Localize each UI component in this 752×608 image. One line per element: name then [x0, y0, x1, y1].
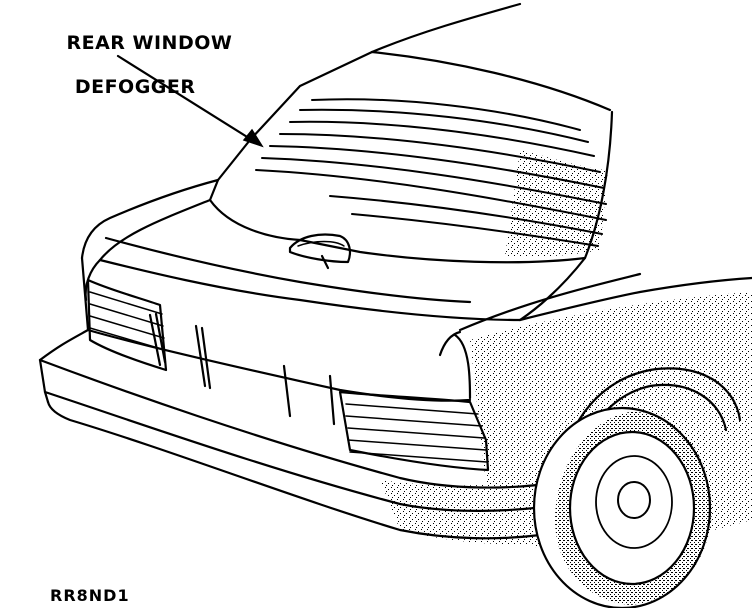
trunk-lid-edge [518, 256, 587, 322]
callout-label: REAR WINDOW DEFOGGER [38, 10, 232, 142]
trunk-lid-top [98, 198, 522, 322]
callout-line-2: DEFOGGER [74, 76, 196, 98]
rear-panel-top [84, 258, 102, 302]
belt-line [453, 333, 472, 400]
right-tail-light [338, 390, 490, 472]
callout-line-1: REAR WINDOW [66, 32, 233, 54]
quarter-panel [518, 276, 752, 322]
callout-arrow [116, 54, 264, 148]
center-brake-light [288, 233, 351, 270]
bumper-left-end [38, 358, 50, 404]
trunk-crease [104, 236, 472, 304]
quarter-panel-upper [458, 272, 642, 332]
figure-code: RR8ND1 [50, 586, 130, 605]
roof-outline-rear [370, 50, 612, 112]
bumper-shading [380, 470, 580, 545]
roof-outline [370, 2, 522, 54]
left-tail-light [86, 278, 168, 372]
license-plate-area [194, 324, 336, 426]
rear-wheel [532, 406, 712, 608]
body-corner [438, 330, 462, 357]
rear-panel-outline [80, 256, 472, 402]
c-pillar-left [80, 178, 220, 260]
window-shading [505, 150, 608, 257]
